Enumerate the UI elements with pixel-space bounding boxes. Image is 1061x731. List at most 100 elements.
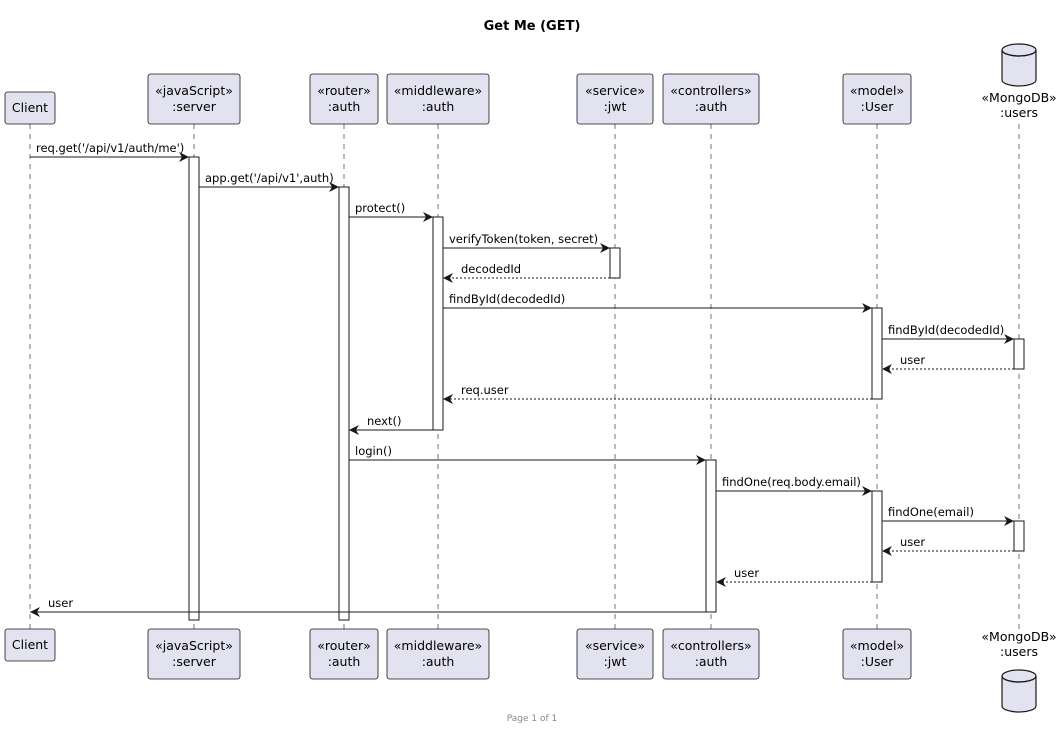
message-label: findOne(email): [888, 505, 974, 519]
message-label: app.get('/api/v1',auth): [205, 171, 334, 185]
participant-label: :jwt: [604, 99, 627, 114]
message-4: verifyToken(token, secret): [443, 232, 610, 253]
database-icon: [1001, 50, 1037, 87]
messages: req.get('/api/v1/auth/me')app.get('/api/…: [30, 141, 1014, 617]
participant-label: «controllers»: [670, 83, 751, 98]
participant-label: «model»: [850, 638, 904, 653]
participant-users-db-top: «MongoDB»:users: [981, 43, 1057, 120]
participant-label: «middleware»: [394, 83, 482, 98]
message-11: login(): [349, 444, 706, 465]
participant-jwt-bottom: «service»:jwt: [576, 628, 654, 680]
participant-box: [309, 628, 379, 680]
participant-label: :auth: [328, 99, 361, 114]
message-3: protect(): [349, 201, 433, 222]
participant-jwt-top: «service»:jwt: [576, 73, 654, 125]
participant-box: [386, 628, 490, 680]
participant-label: :User: [861, 99, 895, 114]
message-5: decodedId: [443, 262, 610, 283]
message-10: next(): [349, 414, 433, 435]
message-label: verifyToken(token, secret): [449, 232, 598, 246]
participant-box: [386, 73, 490, 125]
participant-label: «service»: [585, 83, 645, 98]
participant-controllers-bottom: «controllers»:auth: [662, 628, 760, 680]
message-label: req.user: [461, 383, 509, 397]
participant-label: :server: [172, 654, 217, 669]
message-label: login(): [355, 444, 392, 458]
lifelines: [29, 124, 1020, 629]
message-label: user: [900, 535, 925, 549]
message-label: user: [48, 596, 73, 610]
participant-label: :users: [1000, 105, 1038, 120]
participant-server-top: «javaScript»:server: [147, 73, 241, 125]
participant-label: «router»: [317, 638, 370, 653]
message-label: findById(decodedId): [449, 292, 565, 306]
message-12: findOne(req.body.email): [716, 475, 872, 496]
participant-box: [576, 73, 654, 125]
page-footer: Page 1 of 1: [507, 714, 558, 724]
participant-label: «MongoDB»: [981, 629, 1056, 644]
activation-bar-user-model: [871, 490, 883, 583]
participant-label: :users: [1000, 644, 1038, 659]
activation-bars: [188, 156, 1025, 621]
participant-middleware-top: «middleware»:auth: [386, 73, 490, 125]
message-label: next(): [367, 414, 401, 428]
participant-label: Client: [12, 637, 48, 652]
message-9: req.user: [443, 383, 872, 404]
participant-label: «controllers»: [670, 638, 751, 653]
participants-bottom: Client«javaScript»:server«router»:auth«m…: [4, 628, 1057, 713]
participant-box: [147, 628, 241, 680]
message-label: user: [900, 353, 925, 367]
participant-label: «javaScript»: [155, 638, 233, 653]
participant-label: :auth: [695, 654, 728, 669]
message-8: user: [882, 353, 1014, 374]
participant-router-top: «router»:auth: [309, 73, 379, 125]
participant-label: :auth: [422, 654, 455, 669]
activation-bar-controllers: [705, 459, 717, 613]
activation-bar-middleware: [432, 216, 444, 431]
participant-label: «javaScript»: [155, 83, 233, 98]
participant-box: [4, 628, 56, 662]
message-7: findById(decodedId): [882, 323, 1014, 344]
participant-label: :auth: [695, 99, 728, 114]
message-label: findById(decodedId): [888, 323, 1004, 337]
participant-box: [147, 73, 241, 125]
participant-box: [4, 91, 56, 125]
participant-controllers-top: «controllers»:auth: [662, 73, 760, 125]
message-13: findOne(email): [882, 505, 1014, 526]
message-label: user: [734, 566, 759, 580]
activation-bar-server: [188, 156, 200, 621]
message-6: findById(decodedId): [443, 292, 872, 313]
participant-box: [576, 628, 654, 680]
activation-bar-user-model: [871, 307, 883, 400]
message-2: app.get('/api/v1',auth): [199, 171, 339, 192]
participant-label: :jwt: [604, 654, 627, 669]
message-14: user: [882, 535, 1014, 556]
participant-label: :auth: [422, 99, 455, 114]
participant-label: :User: [861, 654, 895, 669]
participant-middleware-bottom: «middleware»:auth: [386, 628, 490, 680]
participants-top: Client«javaScript»:server«router»:auth«m…: [4, 43, 1057, 125]
participant-box: [662, 628, 760, 680]
message-label: findOne(req.body.email): [722, 475, 861, 489]
participant-label: Client: [12, 100, 48, 115]
participant-user-model-bottom: «model»:User: [842, 628, 912, 680]
activation-bar-jwt: [609, 247, 621, 279]
participant-label: «service»: [585, 638, 645, 653]
participant-box: [842, 628, 912, 680]
participant-box: [662, 73, 760, 125]
message-label: protect(): [355, 201, 405, 215]
participant-box: [309, 73, 379, 125]
participant-box: [842, 73, 912, 125]
activation-bar-router: [338, 186, 350, 621]
participant-label: «model»: [850, 83, 904, 98]
participant-router-bottom: «router»:auth: [309, 628, 379, 680]
participant-label: «middleware»: [394, 638, 482, 653]
participant-client-bottom: Client: [4, 628, 56, 662]
participant-label: «MongoDB»: [981, 90, 1056, 105]
participant-label: :auth: [328, 654, 361, 669]
activation-bar-users-db: [1013, 338, 1025, 370]
database-icon: [1001, 676, 1037, 713]
participant-server-bottom: «javaScript»:server: [147, 628, 241, 680]
message-label: decodedId: [461, 262, 521, 276]
